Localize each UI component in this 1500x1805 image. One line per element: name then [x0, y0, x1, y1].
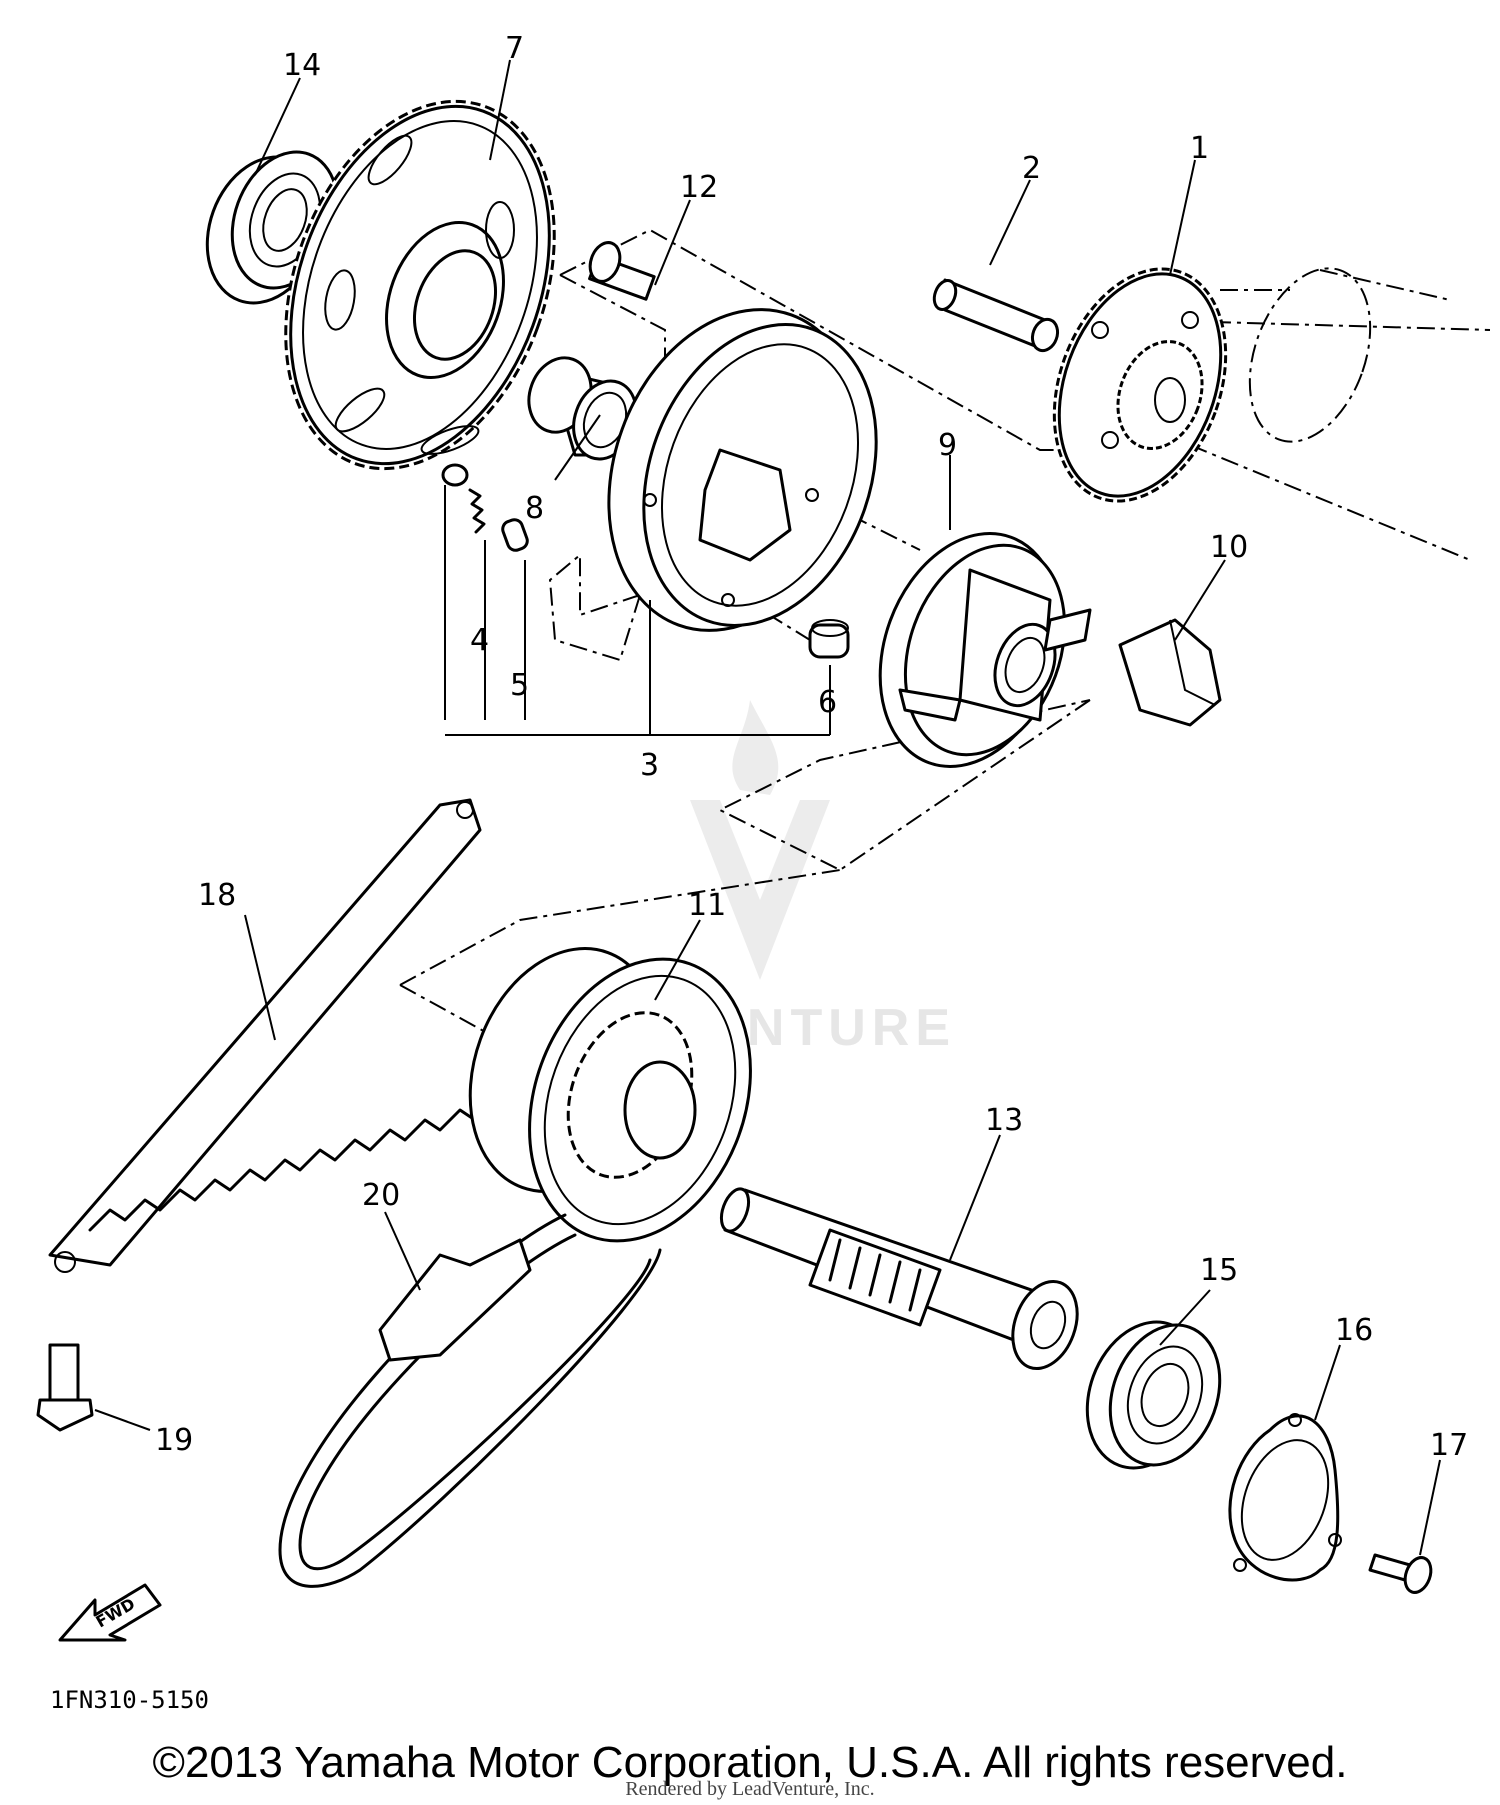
callout-18: 18: [198, 878, 236, 913]
fwd-arrow-icon: FWD: [58, 1583, 162, 1642]
part-retainer-16: [1228, 1413, 1342, 1582]
callout-19: 19: [155, 1423, 193, 1458]
callout-20: 20: [362, 1178, 400, 1213]
callout-2: 2: [1022, 151, 1041, 186]
drawing-code: 1FN310-5150: [50, 1686, 209, 1714]
part-roller-6: [808, 619, 850, 659]
callout-8: 8: [525, 491, 544, 526]
part-idler-gear-1: [1052, 267, 1228, 503]
callout-14: 14: [283, 48, 321, 83]
part-bolt-19: [36, 1343, 94, 1432]
leader-lines: [94, 59, 1441, 1556]
callout-10: 10: [1210, 530, 1248, 565]
callout-3: 3: [640, 748, 659, 783]
part-starter-gear-7: [284, 99, 556, 471]
callout-16: 16: [1335, 1313, 1373, 1348]
part-screw-17: [1368, 1553, 1433, 1594]
part-hub-9: [878, 532, 1092, 768]
part-clutch-3: [607, 308, 878, 632]
callout-12: 12: [680, 170, 718, 205]
part-driveshaft-13: [719, 1187, 1079, 1371]
part-collar-8: [527, 356, 638, 461]
part-gear-11: [468, 947, 752, 1243]
callout-5: 5: [510, 668, 529, 703]
part-spring-plunger-4-5: [441, 463, 529, 552]
part-shaft-2: [932, 278, 1060, 353]
callout-11: 11: [688, 888, 726, 923]
part-cap-10: [1118, 618, 1222, 727]
callout-7: 7: [505, 31, 524, 66]
rendered-by-notice: Rendered by LeadVenture, Inc.: [625, 1778, 875, 1800]
callout-17: 17: [1430, 1428, 1468, 1463]
part-chain-20: [278, 1213, 662, 1588]
copyright-notice: ©2013 Yamaha Motor Corporation, U.S.A. A…: [152, 1738, 1348, 1787]
callout-15: 15: [1200, 1253, 1238, 1288]
callout-4: 4: [470, 623, 489, 658]
callout-labels: 14 7 12 2 1 9 10 8 4 5 6 3 11 18 13 15 1…: [155, 31, 1468, 1463]
callout-13: 13: [985, 1103, 1023, 1138]
starter-motor-phantom: [1220, 267, 1451, 443]
part-bearing-15: [1085, 1320, 1222, 1470]
callout-6: 6: [818, 685, 837, 720]
callout-9: 9: [938, 428, 957, 463]
callout-1: 1: [1190, 131, 1209, 166]
part-bolt-12: [588, 241, 656, 301]
part-chain-guide-18: [48, 798, 482, 1273]
